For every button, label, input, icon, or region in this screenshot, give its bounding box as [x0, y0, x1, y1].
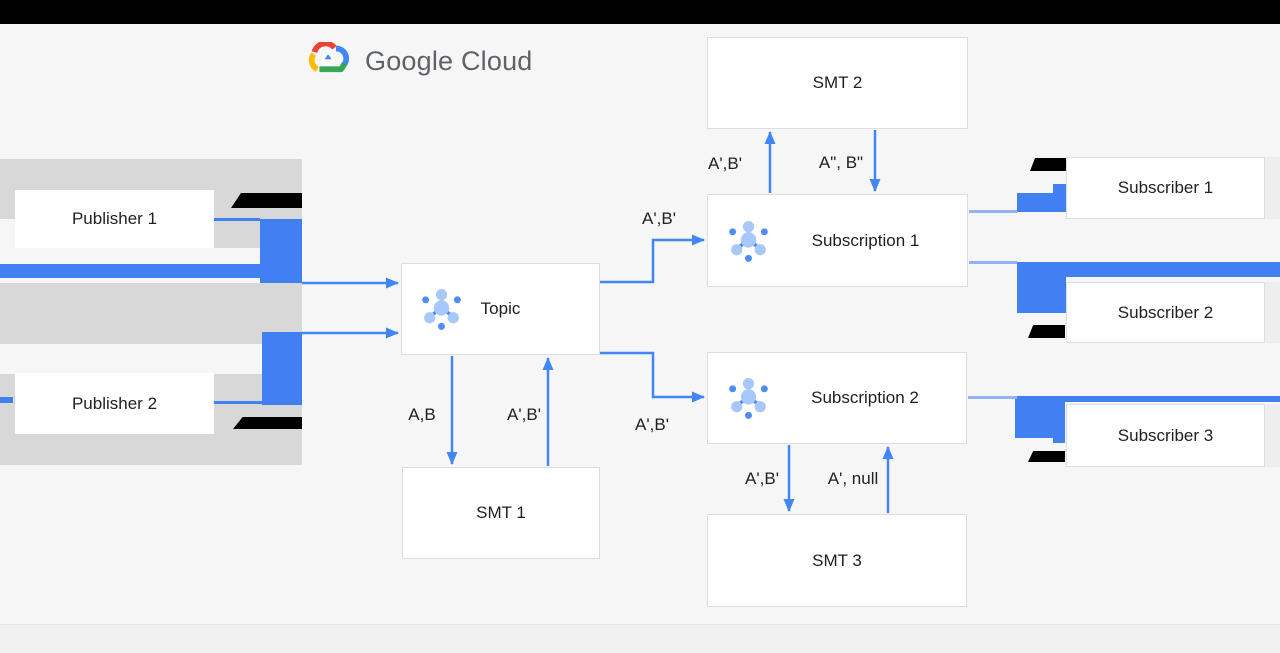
bottom-strip	[0, 624, 1280, 653]
magnified-arrow-block-sub3	[1015, 397, 1065, 438]
top-black-bar	[0, 0, 1280, 24]
node-smt-3: SMT 3	[707, 514, 967, 607]
edge-label-sub1-to-smt2: A',B'	[708, 154, 742, 173]
arrow-line-pub2	[214, 401, 262, 404]
node-subscriber-3-label: Subscriber 3	[1117, 425, 1214, 445]
line-sub2-to-subscriber3	[968, 396, 1017, 399]
google-cloud-logo: Google Cloud	[308, 40, 533, 80]
magnified-arrow-block-sub2	[1017, 262, 1066, 313]
google-cloud-logo-text: Google Cloud	[365, 45, 533, 76]
node-publisher-2-label: Publisher 2	[71, 393, 158, 413]
edge-topic-to-subscription2	[600, 351, 705, 403]
black-arrowhead-bar-pub2	[233, 417, 302, 429]
black-arrowhead-bar-pub1	[231, 193, 302, 208]
node-publisher-1: Publisher 1	[15, 190, 214, 248]
edge-label-topic-to-sub1: A',B'	[642, 209, 676, 228]
node-subscription-2-label: Subscription 2	[811, 388, 919, 407]
node-subscriber-3: Subscriber 3	[1066, 404, 1265, 467]
node-smt-2: SMT 2	[707, 37, 968, 129]
magnified-arrow-block-pub1	[260, 219, 302, 283]
magnified-arrow-step-sub3	[1053, 438, 1065, 443]
node-smt-1-label: SMT 1	[476, 503, 526, 522]
gray-band-1b	[214, 219, 260, 248]
pubsub-topic-icon	[419, 286, 464, 332]
edge-topic-to-subscription1	[600, 234, 705, 284]
node-publisher-1-label: Publisher 1	[71, 209, 158, 228]
magnified-arrow-blob-sub1	[1017, 193, 1066, 212]
node-publisher-2: Publisher 2	[15, 373, 214, 434]
right-margin-strip-3	[1265, 404, 1280, 467]
magnified-arrow-band-pub1	[0, 264, 260, 278]
pubsub-subscription-2-icon	[726, 375, 771, 421]
node-smt-1: SMT 1	[402, 467, 600, 559]
node-subscriber-2: Subscriber 2	[1066, 282, 1265, 343]
line-sub1-to-subscriber1	[969, 210, 1017, 213]
node-subscriber-1: Subscriber 1	[1066, 157, 1265, 219]
line-sub1-to-subscriber2	[969, 261, 1017, 264]
edge-label-smt3-to-sub2: A', null	[827, 469, 879, 488]
edge-label-topic-to-smt1: A,B	[408, 405, 436, 424]
node-smt-3-label: SMT 3	[812, 550, 862, 570]
google-cloud-icon	[308, 40, 351, 80]
edge-label-smt1-to-topic: A',B'	[507, 405, 541, 424]
node-subscription-2: Subscription 2	[707, 352, 967, 444]
edge-label-topic-to-sub2: A',B'	[635, 415, 669, 434]
edge-label-smt2-to-sub1: A", B"	[818, 153, 864, 172]
pubsub-subscription-1-icon	[726, 218, 771, 264]
edge-label-sub2-to-smt3: A',B'	[745, 469, 779, 488]
black-arrowhead-bar-sub3	[1028, 451, 1065, 462]
node-topic-label: Topic	[480, 299, 521, 318]
node-subscription-1: Subscription 1	[707, 194, 968, 287]
magnified-arrow-band-sub2	[1017, 262, 1280, 277]
magnified-arrow-step-sub1	[1053, 184, 1066, 193]
black-arrowhead-bar-sub1	[1030, 158, 1066, 171]
magnified-arrow-stub-pub2	[0, 397, 13, 403]
black-arrowhead-bar-sub2	[1028, 325, 1065, 338]
node-smt-2-label: SMT 2	[812, 73, 863, 92]
gray-band-2	[0, 283, 302, 344]
magnified-arrow-band-sub3	[1017, 396, 1280, 402]
node-subscription-1-label: Subscription 1	[811, 230, 920, 250]
node-topic: Topic	[401, 263, 600, 355]
arrow-line-pub1	[214, 218, 260, 221]
right-margin-strip-1	[1265, 157, 1280, 219]
right-margin-strip-2	[1265, 282, 1280, 343]
node-subscriber-1-label: Subscriber 1	[1117, 178, 1214, 197]
node-subscriber-2-label: Subscriber 2	[1117, 302, 1214, 322]
magnified-arrow-block-pub2	[262, 332, 302, 405]
